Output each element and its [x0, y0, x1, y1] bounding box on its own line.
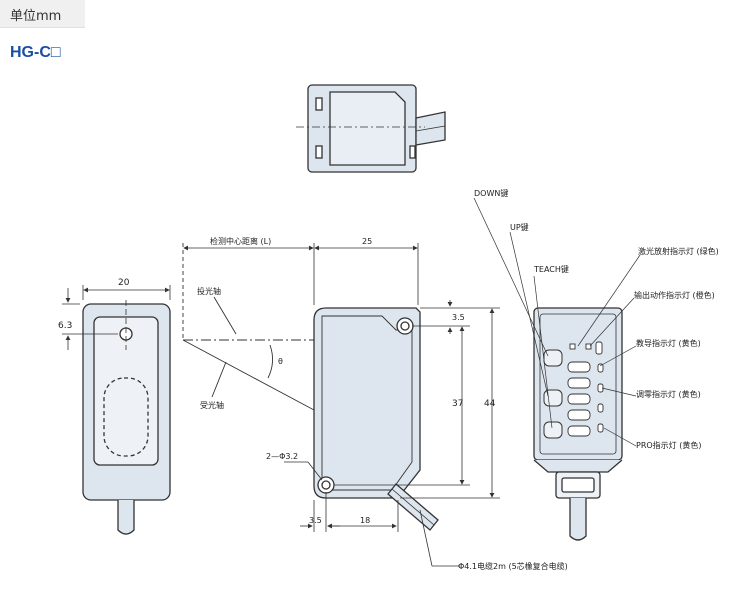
- unit-tab: 单位mm: [0, 0, 85, 28]
- laser-led-label: 激光放射指示灯 (绿色): [638, 246, 719, 256]
- right-dimensions: [334, 300, 500, 499]
- teach-led-label: 教导指示灯 (黄色): [636, 338, 701, 348]
- optical-axes: [182, 243, 315, 411]
- cable-leader: [419, 509, 460, 567]
- model-title: HG-C□: [10, 44, 61, 61]
- up-key-label: UP键: [510, 222, 529, 232]
- angle-symbol: θ: [278, 357, 283, 366]
- detect-distance-label: 检测中心距离 (L): [210, 236, 271, 246]
- front-hole-offset-value: 6.3: [58, 321, 72, 331]
- up-button: [543, 389, 563, 407]
- hole-diameter-label: 2—Φ3.2: [266, 452, 298, 461]
- hole-top-offset-value: 3.5: [452, 313, 465, 322]
- top-dimensions: [183, 243, 419, 305]
- side-width-value: 25: [362, 237, 372, 246]
- panel-leaders: [473, 197, 641, 447]
- front-width-dimension: [62, 285, 171, 350]
- panel-buttons: [543, 349, 563, 439]
- pro-led-label: PRO指示灯 (黄色): [636, 440, 701, 450]
- side-view: [313, 307, 439, 531]
- top-view: [296, 84, 446, 173]
- total-height-value: 44: [484, 399, 496, 409]
- teach-key-label: TEACH键: [533, 264, 569, 274]
- panel-leds: [567, 341, 604, 437]
- cable-label: Φ4.1电缆2m (5芯橡复合电缆): [458, 561, 568, 571]
- bottom-offset-value: 3.5: [309, 516, 322, 525]
- bottom-dimensions: [284, 461, 399, 532]
- output-led-label: 输出动作指示灯 (橙色): [634, 290, 715, 300]
- adjust-led-label: 调零指示灯 (黄色): [636, 389, 701, 399]
- bottom-pitch-value: 18: [360, 516, 370, 525]
- front-view: [82, 300, 171, 535]
- teach-button: [543, 421, 563, 439]
- front-width-value: 20: [118, 278, 130, 288]
- hole-pitch-value: 37: [452, 399, 463, 409]
- emit-axis-label: 投光轴: [197, 286, 221, 296]
- unit-label: 单位mm: [10, 9, 62, 24]
- receive-axis-label: 受光轴: [200, 400, 224, 410]
- down-key-label: DOWN键: [474, 188, 508, 198]
